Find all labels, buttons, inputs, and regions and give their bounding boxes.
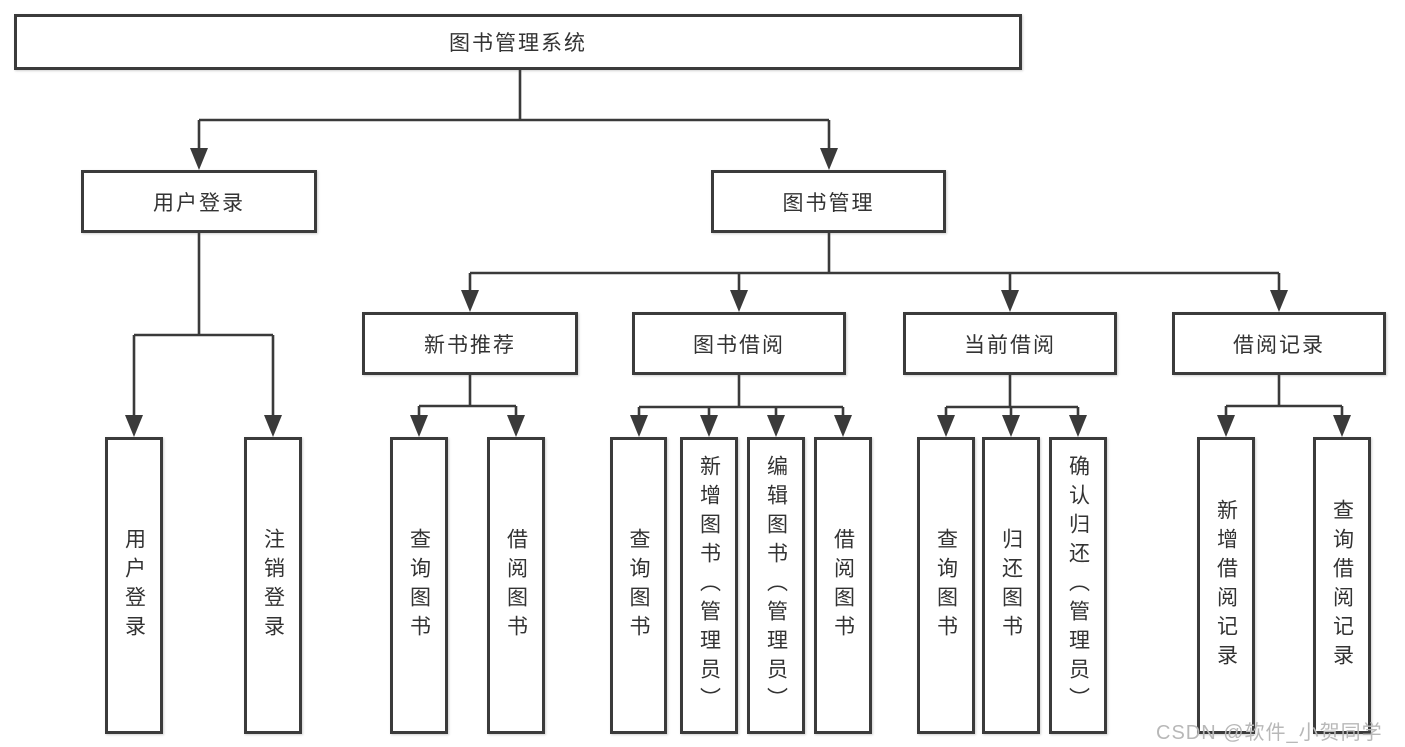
leaf-user-login: 用户登录 xyxy=(105,437,163,734)
leaf-bb-query-books: 查询图书 xyxy=(610,437,667,734)
node-library-management-system: 图书管理系统 xyxy=(14,14,1022,70)
leaf-bb-add-books-admin: 新增图书（管理员） xyxy=(680,437,738,734)
leaf-cb-return-books: 归还图书 xyxy=(982,437,1040,734)
leaf-bb-borrow-books: 借阅图书 xyxy=(814,437,872,734)
leaf-bb-edit-books-admin: 编辑图书（管理员） xyxy=(747,437,805,734)
leaf-cb-confirm-return-admin: 确认归还（管理员） xyxy=(1049,437,1107,734)
node-current-borrowing: 当前借阅 xyxy=(903,312,1117,375)
node-book-borrowing: 图书借阅 xyxy=(632,312,846,375)
node-book-management: 图书管理 xyxy=(711,170,946,233)
csdn-watermark: CSDN @软件_小贺同学 xyxy=(1156,722,1383,744)
leaf-logout: 注销登录 xyxy=(244,437,302,734)
node-new-book-recommendation: 新书推荐 xyxy=(362,312,578,375)
leaf-br-query-record: 查询借阅记录 xyxy=(1313,437,1371,734)
node-borrow-records: 借阅记录 xyxy=(1172,312,1386,375)
leaf-br-add-record: 新增借阅记录 xyxy=(1197,437,1255,734)
leaf-cb-query-books: 查询图书 xyxy=(917,437,975,734)
node-user-login: 用户登录 xyxy=(81,170,317,233)
leaf-nb-query-books: 查询图书 xyxy=(390,437,448,734)
leaf-nb-borrow-books: 借阅图书 xyxy=(487,437,545,734)
